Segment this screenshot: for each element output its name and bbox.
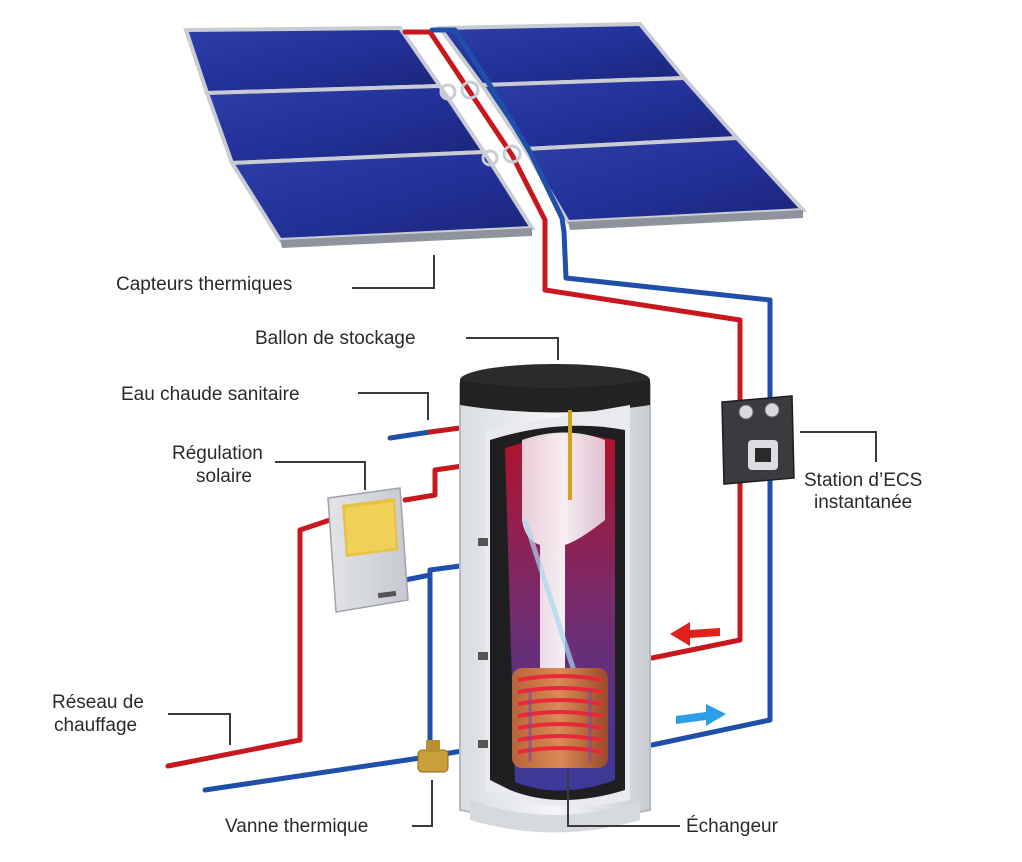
label-eau-chaude-sanitaire: Eau chaude sanitaire bbox=[121, 384, 300, 405]
solar-regulation-unit bbox=[327, 487, 409, 613]
label-reseau-line2: chauffage bbox=[54, 715, 137, 736]
label-capteurs-thermiques: Capteurs thermiques bbox=[116, 274, 292, 295]
label-vanne-thermique: Vanne thermique bbox=[225, 816, 368, 837]
dhw-station-unit bbox=[721, 395, 795, 485]
label-station-line2: instantanée bbox=[814, 492, 912, 513]
label-regulation-line1: Régulation bbox=[172, 443, 263, 464]
storage-tank bbox=[459, 364, 651, 833]
solar-panel bbox=[436, 21, 689, 88]
solar-collectors bbox=[183, 21, 808, 248]
heat-exchanger-coil bbox=[512, 668, 608, 768]
leader-lines bbox=[168, 255, 877, 827]
label-regulation-line2: solaire bbox=[196, 466, 252, 487]
flow-arrows bbox=[670, 622, 726, 726]
label-ballon-de-stockage: Ballon de stockage bbox=[255, 328, 416, 349]
thermal-valve bbox=[417, 740, 449, 773]
label-station-line1: Station d’ECS bbox=[804, 470, 922, 491]
label-echangeur: Échangeur bbox=[686, 816, 779, 837]
label-reseau-line1: Réseau de bbox=[52, 692, 144, 713]
labels: Capteurs thermiques Ballon de stockage E… bbox=[52, 274, 922, 837]
solar-panel bbox=[183, 25, 444, 96]
solar-panel bbox=[521, 135, 808, 225]
cold-flow-arrow-icon bbox=[676, 704, 726, 726]
hot-return-arrow-icon bbox=[670, 622, 720, 646]
